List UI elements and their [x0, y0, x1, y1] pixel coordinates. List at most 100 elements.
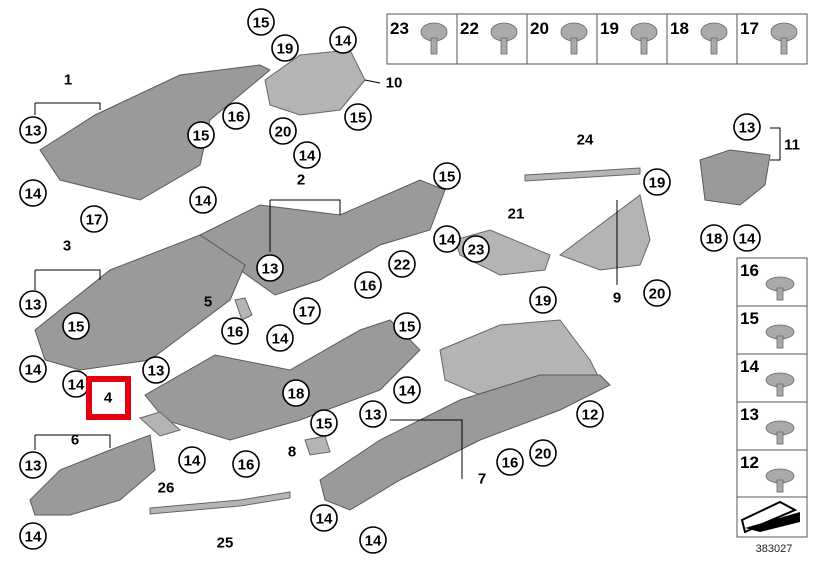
callout-19: 19 [529, 286, 557, 314]
strut-24 [524, 167, 641, 182]
bracket-8 [304, 435, 331, 456]
callout-13: 13 [19, 451, 47, 479]
svg-text:17: 17 [740, 19, 759, 38]
strip-26 [139, 411, 181, 437]
svg-text:15: 15 [68, 319, 85, 336]
label-9: 9 [613, 290, 621, 307]
svg-text:20: 20 [275, 124, 292, 141]
svg-text:13: 13 [365, 407, 382, 424]
svg-text:14: 14 [184, 453, 201, 470]
bracket-5 [234, 297, 253, 321]
fastener-22: 22 [456, 13, 528, 65]
callout-22: 22 [388, 250, 416, 278]
svg-text:13: 13 [740, 405, 759, 424]
callout-13: 13 [19, 116, 47, 144]
svg-text:18: 18 [670, 19, 689, 38]
svg-text:17: 17 [86, 212, 103, 229]
panel-1 [39, 64, 271, 201]
fastener-20: 20 [526, 13, 598, 65]
callout-17: 17 [293, 297, 321, 325]
leader-lines [34, 79, 781, 479]
label-24: 24 [577, 132, 594, 149]
fastener-18: 18 [666, 13, 738, 65]
callout-14: 14 [359, 526, 387, 554]
svg-text:16: 16 [227, 324, 244, 341]
callout-16: 16 [496, 448, 524, 476]
callout-14: 14 [393, 376, 421, 404]
callout-13: 13 [359, 400, 387, 428]
label-2: 2 [297, 172, 305, 189]
callout-19: 19 [271, 34, 299, 62]
callout-14: 14 [293, 141, 321, 169]
callout-14: 14 [19, 522, 47, 550]
callout-14: 14 [19, 179, 47, 207]
svg-text:12: 12 [582, 407, 599, 424]
callout-16: 16 [354, 271, 382, 299]
label-11: 11 [784, 137, 800, 154]
callout-16: 16 [221, 317, 249, 345]
panel-2 [188, 179, 446, 296]
svg-text:18: 18 [288, 386, 305, 403]
callout-14: 14 [178, 446, 206, 474]
svg-text:14: 14 [299, 148, 316, 165]
callout-14: 14 [19, 355, 47, 383]
label-1: 1 [64, 72, 72, 89]
svg-text:14: 14 [68, 377, 85, 394]
callout-20: 20 [643, 279, 671, 307]
callout-20: 20 [269, 117, 297, 145]
callout-15: 15 [247, 8, 275, 36]
callout-13: 13 [142, 356, 170, 384]
svg-text:14: 14 [25, 362, 42, 379]
svg-text:16: 16 [228, 109, 245, 126]
svg-text:15: 15 [193, 128, 210, 145]
svg-text:13: 13 [25, 458, 42, 475]
svg-text:19: 19 [649, 175, 666, 192]
callout-14: 14 [733, 224, 761, 252]
svg-text:14: 14 [439, 232, 456, 249]
callout-19: 19 [643, 168, 671, 196]
svg-text:14: 14 [272, 331, 289, 348]
label-26: 26 [158, 480, 175, 497]
svg-text:15: 15 [316, 416, 333, 433]
svg-text:14: 14 [195, 193, 212, 210]
label-3: 3 [63, 238, 71, 255]
svg-text:15: 15 [253, 15, 270, 32]
svg-text:14: 14 [365, 533, 382, 550]
bracket-9 [558, 194, 651, 271]
svg-text:14: 14 [25, 186, 42, 203]
callout-15: 15 [393, 312, 421, 340]
panel-4 [144, 319, 421, 441]
fastener-15: 15 [736, 305, 808, 355]
reference-number: 383027 [756, 543, 793, 555]
svg-text:12: 12 [740, 453, 759, 472]
highlight-label-4: 4 [104, 390, 113, 407]
strut-25 [149, 491, 291, 515]
fastener-17: 17 [736, 13, 808, 65]
svg-text:14: 14 [316, 511, 333, 528]
callout-12: 12 [576, 400, 604, 428]
svg-text:23: 23 [468, 242, 485, 259]
underbody-panels [29, 49, 771, 516]
svg-text:22: 22 [460, 19, 479, 38]
svg-text:16: 16 [740, 261, 759, 280]
callout-15: 15 [62, 312, 90, 340]
svg-text:22: 22 [394, 257, 411, 274]
callout-16: 16 [222, 102, 250, 130]
svg-text:16: 16 [502, 455, 519, 472]
svg-text:15: 15 [740, 309, 759, 328]
svg-text:15: 15 [399, 319, 416, 336]
label-21: 21 [508, 206, 525, 223]
callout-14: 14 [433, 225, 461, 253]
label-25: 25 [217, 535, 234, 552]
svg-text:20: 20 [535, 446, 552, 463]
callout-13: 13 [733, 113, 761, 141]
svg-text:23: 23 [390, 19, 409, 38]
callout-14: 14 [329, 26, 357, 54]
callout-14: 14 [310, 504, 338, 532]
callout-14: 14 [266, 324, 294, 352]
callout-13: 13 [19, 290, 47, 318]
panel-7 [319, 374, 611, 511]
callout-16: 16 [232, 450, 260, 478]
